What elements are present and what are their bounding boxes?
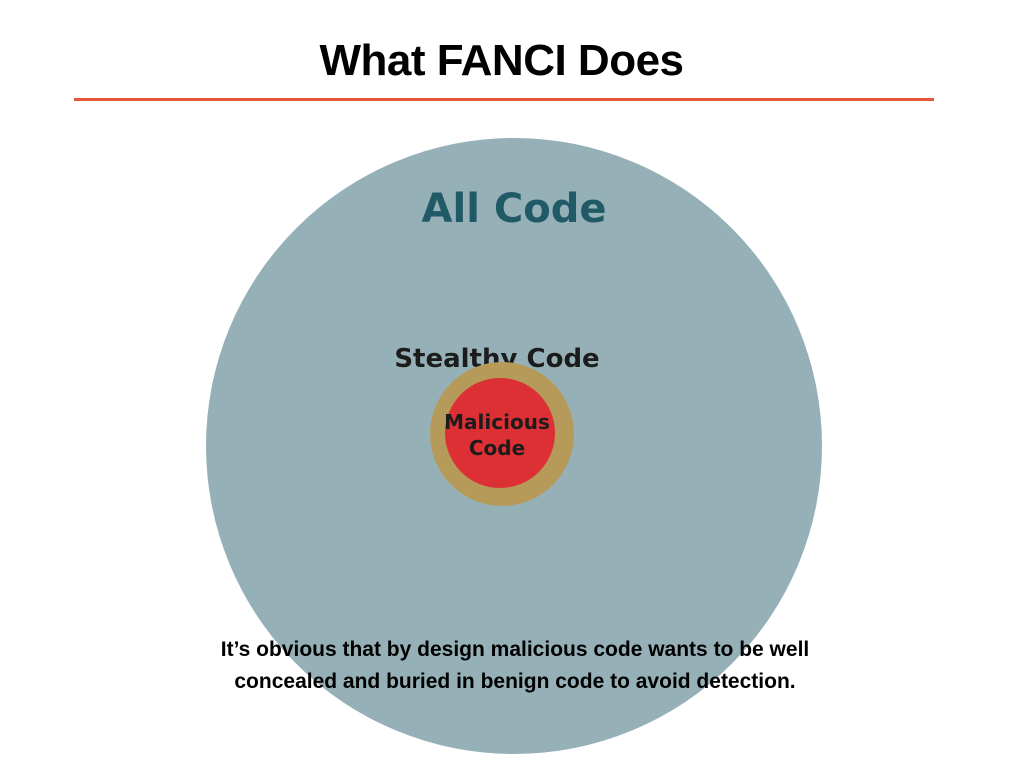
- caption: It’s obvious that by design malicious co…: [160, 634, 870, 698]
- malicious-code-label-line2: Code: [469, 436, 525, 460]
- malicious-code-label-line1: Malicious: [444, 410, 550, 434]
- caption-line-2: concealed and buried in benign code to a…: [234, 670, 796, 693]
- slide-title: What FANCI Does: [319, 36, 684, 85]
- malicious-code-circle: [445, 378, 555, 488]
- caption-line-1: It’s obvious that by design malicious co…: [220, 638, 810, 661]
- all-code-label: All Code: [422, 186, 607, 232]
- title-underline: [74, 98, 934, 101]
